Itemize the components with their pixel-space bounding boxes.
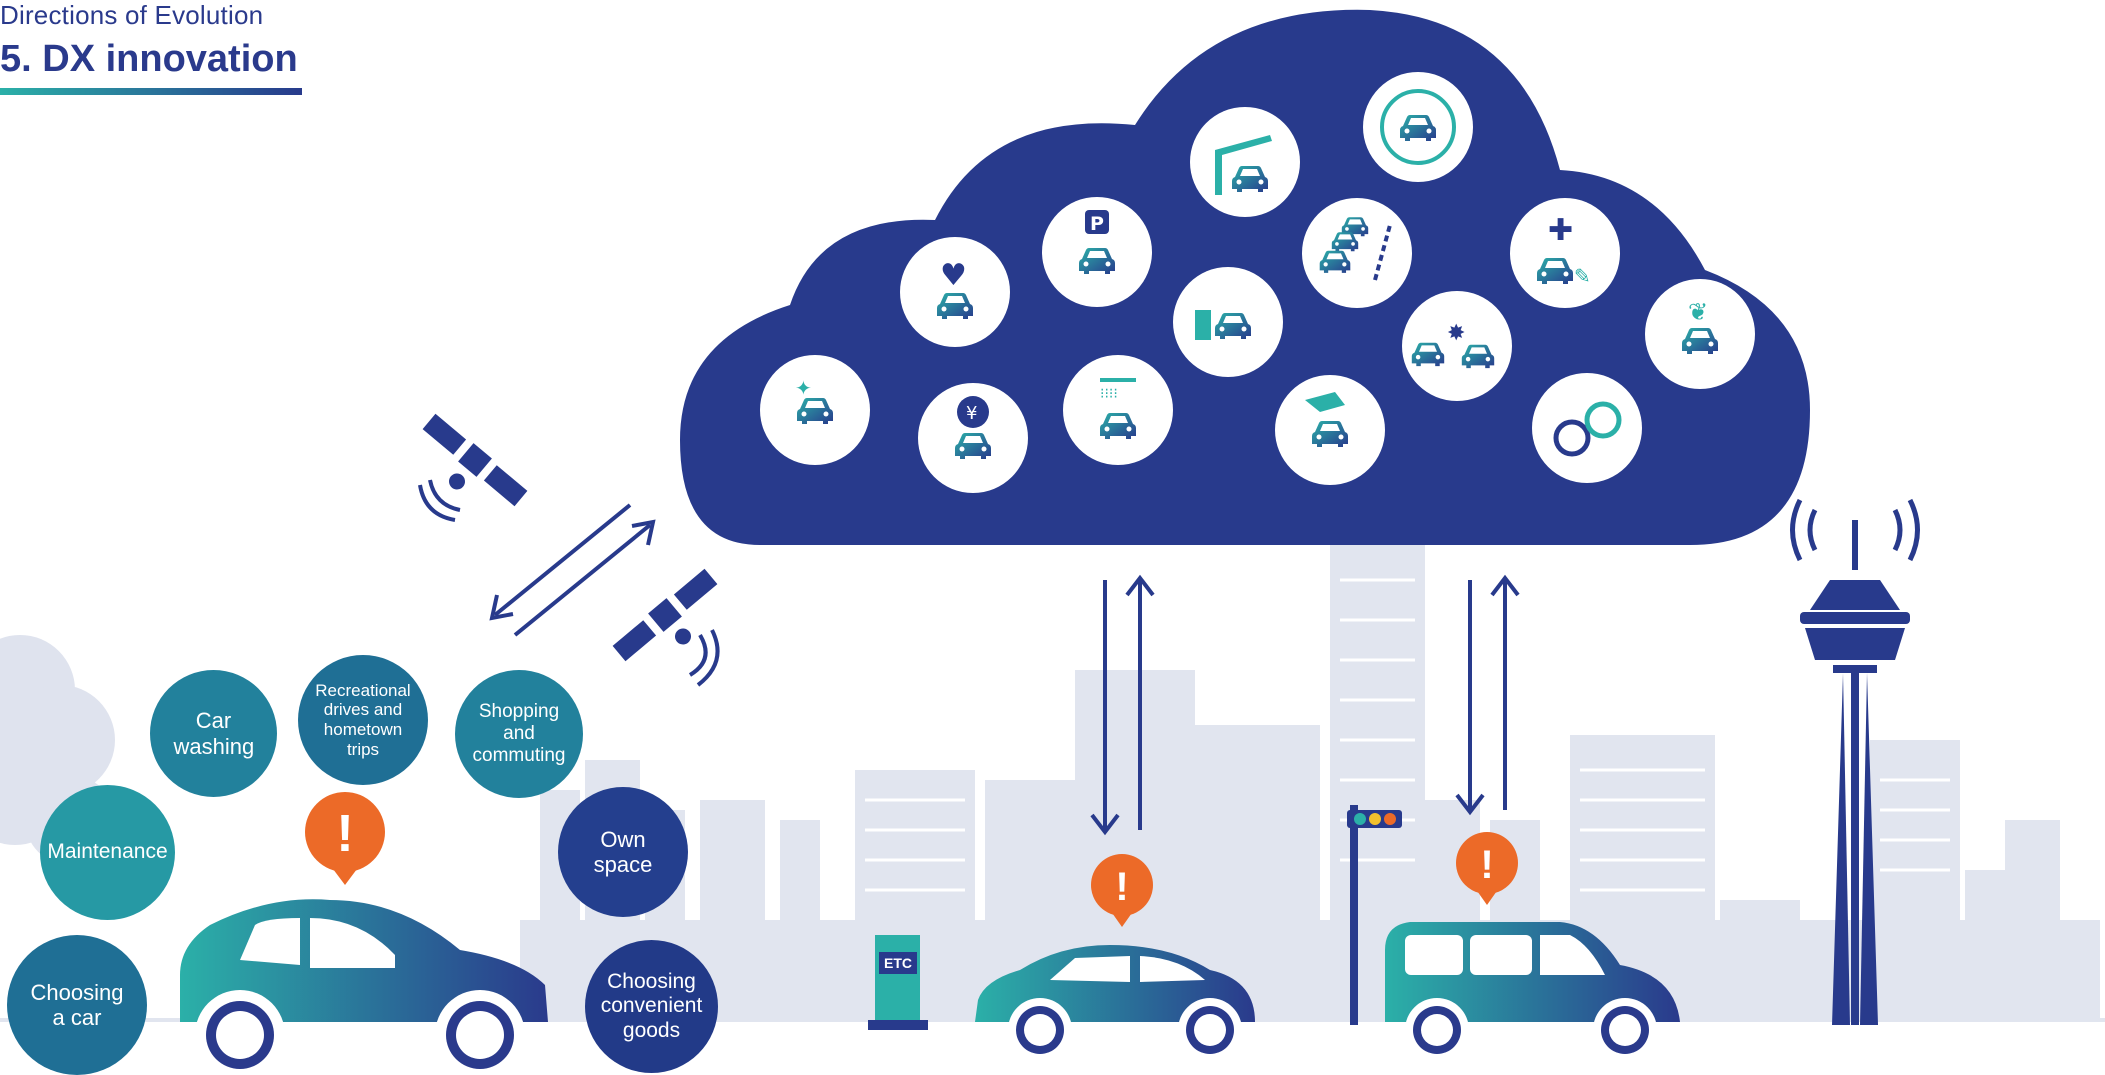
bubble-car-washing: Car washing: [150, 670, 277, 797]
header-subtitle: Directions of Evolution: [0, 0, 264, 30]
car-minivan: [1385, 922, 1680, 1062]
bubble-label: Car washing: [173, 708, 255, 759]
bubble-label: Choosing convenient goods: [600, 970, 703, 1042]
traffic-light-icon: [1347, 805, 1402, 1025]
radio-tower-icon: [1790, 498, 1920, 1025]
service-car-yen-icon: ¥: [918, 383, 1028, 493]
svg-text:♥: ♥: [940, 258, 967, 293]
bubble-maintenance: Maintenance: [40, 785, 175, 920]
service-car-oil-icon: [1275, 375, 1385, 485]
service-car-fuel-icon: [1173, 267, 1283, 377]
title-underline: [0, 88, 302, 95]
svg-text:✚: ✚: [1548, 213, 1573, 248]
bubble-shopping-and-commuting: Shopping and commuting: [455, 670, 583, 798]
bubble-label: Recreational drives and hometown trips: [315, 680, 411, 759]
page-title: 5. DX innovation: [0, 38, 298, 80]
data-exchange-arrows: [489, 503, 1520, 836]
service-car-ev-charge-icon: [1363, 72, 1473, 182]
service-car-sparkle-icon: ✦: [760, 355, 870, 465]
car-hatchback: [180, 899, 548, 1074]
svg-text:!: !: [1115, 865, 1128, 909]
etc-gate: ETC: [868, 935, 928, 1030]
svg-text:¥: ¥: [966, 403, 977, 424]
svg-text:✎: ✎: [1574, 264, 1591, 288]
cloud-service-circles: ✦ ♥ ¥ P ⁝⁝⁝⁝: [760, 72, 1755, 493]
alert-pin-icon: !: [1456, 832, 1518, 905]
svg-text:✦: ✦: [795, 376, 812, 400]
bubble-recreational-drives: Recreational drives and hometown trips: [298, 655, 428, 785]
service-car-garage-icon: [1190, 107, 1300, 217]
alert-pin-icon: !: [1091, 854, 1153, 927]
svg-text:✸: ✸: [1447, 321, 1465, 346]
car-sedan: [975, 945, 1255, 1062]
bubble-choosing-a-car: Choosing a car: [7, 935, 147, 1075]
bubble-label: Maintenance: [47, 840, 168, 864]
svg-text:P: P: [1090, 213, 1104, 235]
alert-pin-icon: !: [305, 792, 385, 885]
bubble-label: Choosing a car: [30, 979, 124, 1030]
satellite-icon: [418, 413, 528, 522]
etc-label: ETC: [884, 955, 912, 971]
service-car-repair-icon: ✚ ✎: [1510, 198, 1620, 308]
bubble-choosing-convenient-goods: Choosing convenient goods: [585, 940, 718, 1073]
service-car-parking-icon: P: [1042, 197, 1152, 307]
service-tire-change-icon: [1532, 373, 1642, 483]
service-car-collision-icon: ✸: [1402, 291, 1512, 401]
service-car-eco-icon: ❦: [1645, 279, 1755, 389]
service-traffic-jam-icon: [1302, 198, 1412, 308]
service-car-wash-icon: ⁝⁝⁝⁝: [1063, 355, 1173, 465]
bubble-own-space: Own space: [558, 787, 688, 917]
svg-text:❦: ❦: [1688, 298, 1708, 326]
satellite-icon: [612, 568, 720, 687]
bubble-label: Own space: [593, 826, 653, 877]
svg-text:⁝⁝⁝⁝: ⁝⁝⁝⁝: [1100, 386, 1118, 402]
svg-text:!: !: [336, 805, 353, 863]
bubble-label: Shopping and commuting: [472, 701, 566, 766]
service-car-heart-icon: ♥: [900, 237, 1010, 347]
svg-text:!: !: [1480, 843, 1493, 887]
